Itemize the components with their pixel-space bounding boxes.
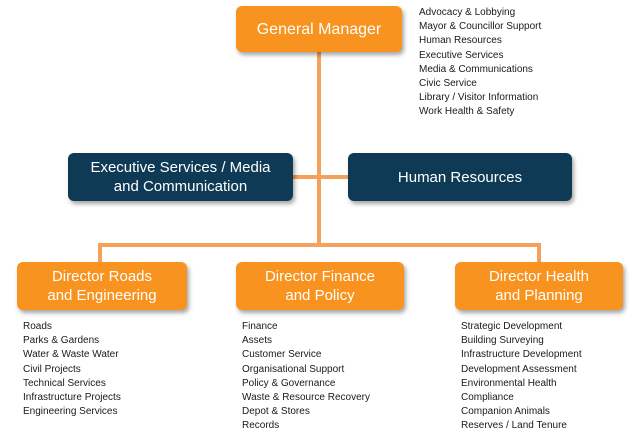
list-item: Advocacy & Lobbying <box>419 7 516 18</box>
director-roads-box: Director Roads and Engineering <box>17 262 187 310</box>
list-item: Finance <box>242 321 278 332</box>
director-finance-label-line2: and Policy <box>285 287 355 304</box>
executive-services-label-line2: and Communication <box>113 178 248 195</box>
director-health-box: Director Health and Planning <box>455 262 623 310</box>
list-item: Media & Communications <box>419 63 533 75</box>
director-roads-label-line2: and Engineering <box>47 287 157 304</box>
list-item: Executive Services <box>419 49 504 61</box>
list-item: Companion Animals <box>461 406 550 418</box>
list-item: Technical Services <box>23 377 106 389</box>
human-resources-label: Human Resources <box>397 168 523 186</box>
connector-staff-horizontal <box>290 175 350 179</box>
connector-director-right <box>537 243 541 263</box>
list-item: Infrastructure Development <box>461 349 582 361</box>
list-item: Reserves / Land Tenure <box>461 420 567 432</box>
list-item: Civil Projects <box>23 363 81 375</box>
list-item: Depot & Stores <box>242 406 310 418</box>
director-roads-label-line1: Director Roads <box>51 268 153 285</box>
list-item: Assets <box>242 335 273 347</box>
list-item: Policy & Governance <box>242 377 336 389</box>
list-item: Development Assessment <box>461 363 577 375</box>
list-item: Compliance <box>461 392 514 404</box>
director-health-responsibilities: Strategic Development Building Surveying… <box>461 320 582 434</box>
connector-directors-horizontal <box>98 243 541 247</box>
general-manager-label: General Manager <box>256 20 382 38</box>
list-item: Records <box>242 420 280 432</box>
list-item: Organisational Support <box>242 363 345 375</box>
list-item: Roads <box>23 321 52 332</box>
list-item: Human Resources <box>419 35 502 47</box>
director-finance-label-line1: Director Finance <box>264 268 376 285</box>
director-health-label-line2: and Planning <box>495 287 583 304</box>
list-item: Parks & Gardens <box>23 335 100 347</box>
list-item: Mayor & Councillor Support <box>419 21 542 33</box>
connector-gm-vertical <box>317 50 321 247</box>
general-manager-box: General Manager <box>236 6 402 52</box>
list-item: Environmental Health <box>461 377 557 389</box>
human-resources-box: Human Resources <box>348 153 572 201</box>
list-item: Infrastructure Projects <box>23 392 121 404</box>
list-item: Civic Service <box>419 78 477 90</box>
connector-director-left <box>98 243 102 263</box>
director-finance-box: Director Finance and Policy <box>236 262 404 310</box>
director-roads-responsibilities: Roads Parks & Gardens Water & Waste Wate… <box>23 320 121 419</box>
director-finance-responsibilities: Finance Assets Customer Service Organisa… <box>242 320 370 434</box>
list-item: Work Health & Safety <box>419 106 515 118</box>
general-manager-responsibilities: Advocacy & Lobbying Mayor & Councillor S… <box>419 6 541 120</box>
list-item: Waste & Resource Recovery <box>242 392 371 404</box>
list-item: Engineering Services <box>23 406 118 418</box>
list-item: Customer Service <box>242 349 322 361</box>
list-item: Water & Waste Water <box>23 349 119 361</box>
executive-services-label-line1: Executive Services / Media <box>90 159 271 176</box>
director-health-label-line1: Director Health <box>488 268 590 285</box>
executive-services-box: Executive Services / Media and Communica… <box>68 153 293 201</box>
list-item: Building Surveying <box>461 335 544 347</box>
list-item: Library / Visitor Information <box>419 92 539 104</box>
list-item: Strategic Development <box>461 321 563 332</box>
